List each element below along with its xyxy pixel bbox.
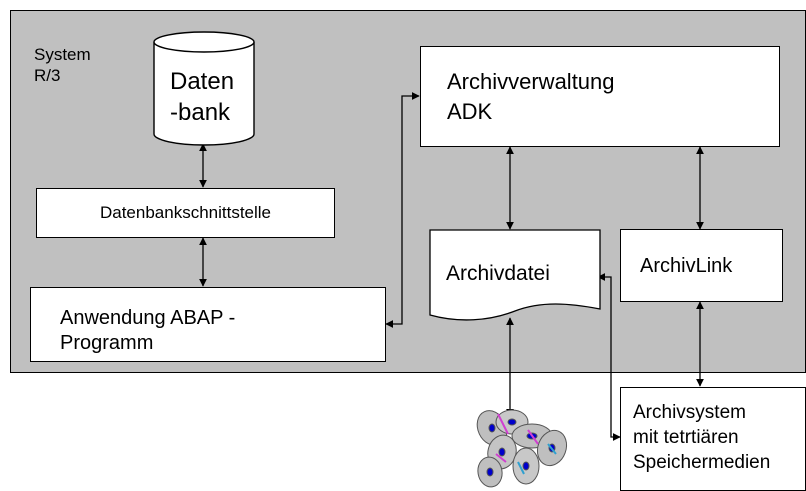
system-label-line2: R/3 [34,66,61,85]
database-label-line1: Daten [170,68,235,95]
application-label: Anwendung ABAP - Programm [60,306,235,356]
arrow-app-admin [385,92,420,328]
system-label: System R/3 [34,44,91,86]
application-box [30,287,386,362]
archive-system-label-line2: mit tetrtiären [633,427,739,448]
archive-admin-label: Archivverwaltung ADK [447,67,615,127]
arrow-system-file [597,273,621,441]
archivlink-box [620,229,783,302]
database-cylinder [153,31,255,146]
database-label: Daten -bank [170,66,234,128]
db-interface-box [36,188,335,238]
db-interface-label: Datenbankschnittstelle [99,203,272,222]
archive-system-label: Archivsystem mit tetrtiären Speichermedi… [633,400,770,475]
archive-file-shape [429,229,601,321]
archive-system-label-line1: Archivsystem [633,402,746,423]
archive-admin-box [420,46,780,147]
archive-system-label-line3: Speichermedien [633,452,771,473]
archive-file-label: Archivdatei [446,262,550,285]
archive-admin-label-line1: Archivverwaltung [447,69,615,94]
application-label-line2: Programm [60,332,154,354]
system-label-line1: System [34,45,91,64]
archive-admin-label-line2: ADK [447,99,493,124]
archivlink-label: ArchivLink [640,255,733,277]
application-label-line1: Anwendung ABAP - [60,307,236,329]
cd-stack-icon [476,409,568,488]
database-label-line2: -bank [170,99,231,126]
